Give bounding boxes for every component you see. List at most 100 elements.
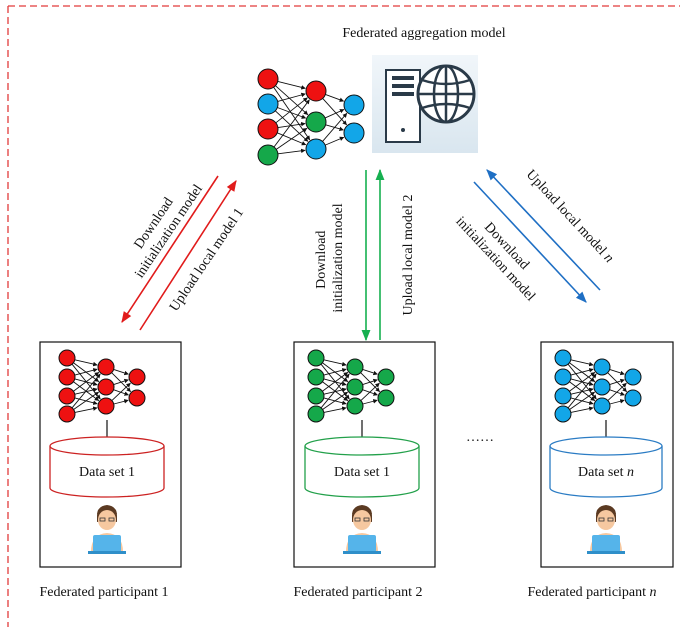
participant-card-n: Data set n Federated participant n (527, 341, 674, 600)
network-node (307, 349, 325, 367)
network-edge (322, 391, 348, 410)
network-edge (570, 406, 594, 413)
server-neural-network (257, 68, 365, 166)
server-globe-icon (372, 55, 478, 153)
dashed-frame (7, 5, 680, 627)
network-edge (111, 382, 131, 401)
network-node (58, 368, 76, 386)
network-edge (322, 372, 349, 392)
network-node (305, 80, 327, 102)
network-edge (323, 406, 347, 413)
participant-label-1: Federated participant 1 (39, 585, 168, 600)
network-edge (569, 372, 596, 392)
network-node (58, 405, 76, 423)
network-node (97, 378, 115, 396)
network-edge (74, 406, 98, 413)
network-node (343, 122, 365, 144)
network-node (307, 387, 325, 405)
network-edge (609, 369, 625, 376)
download-arrow-1 (121, 175, 219, 323)
download-arrow-n (473, 181, 587, 303)
network-edge (323, 359, 347, 367)
participant-1-neural-network (58, 349, 146, 423)
network-edge (362, 378, 378, 385)
user-laptop-icon (88, 505, 126, 554)
network-node (593, 378, 611, 396)
network-edge (360, 382, 380, 401)
network-node (307, 368, 325, 386)
network-edge (277, 148, 306, 155)
network-edge (609, 399, 625, 405)
network-edge (275, 127, 308, 150)
network-node (554, 349, 572, 367)
server-title: Federated aggregation model (342, 26, 505, 41)
network-node (257, 93, 279, 115)
network-edge (607, 382, 627, 401)
dataset-cylinder-n (549, 436, 663, 498)
network-node (257, 118, 279, 140)
network-edge (74, 359, 98, 367)
network-edge (277, 80, 306, 90)
dataset-label-1: Data set 1 (79, 465, 135, 480)
network-edge (570, 368, 594, 376)
upload-label-n: Upload local model n (523, 167, 616, 266)
network-edge (325, 136, 345, 146)
network-node (58, 387, 76, 405)
network-node (624, 389, 642, 407)
network-node (58, 349, 76, 367)
network-edge (113, 399, 129, 405)
network-node (346, 378, 364, 396)
participant-2-neural-network (307, 349, 395, 423)
network-edge (277, 92, 306, 102)
network-edge (113, 378, 129, 385)
network-node (593, 397, 611, 415)
link-participant-1: Download initialization model Upload loc… (121, 175, 247, 331)
network-edge (277, 107, 307, 119)
network-node (593, 358, 611, 376)
upload-arrow-n (486, 169, 601, 291)
network-edge (322, 112, 348, 142)
upload-arrow-1 (139, 180, 237, 331)
network-edge (74, 368, 98, 376)
participant-n-neural-network (554, 349, 642, 423)
network-node (377, 389, 395, 407)
link-participant-n: Upload local model n Download initializa… (452, 167, 616, 304)
network-edge (362, 369, 378, 376)
network-node (346, 397, 364, 415)
ellipsis: …… (466, 430, 494, 445)
user-laptop-icon (587, 505, 625, 554)
network-node (343, 94, 365, 116)
network-node (346, 358, 364, 376)
network-edge (362, 399, 378, 405)
network-node (305, 138, 327, 160)
network-node (128, 368, 146, 386)
dataset-cylinder-1 (49, 436, 165, 498)
network-edge (570, 359, 594, 367)
network-node (624, 368, 642, 386)
dataset-label-n: Data set n (578, 465, 634, 480)
download-label-2: Download initialization model (314, 203, 346, 312)
network-node (305, 111, 327, 133)
network-node (554, 368, 572, 386)
network-node (257, 144, 279, 166)
user-laptop-icon (343, 505, 381, 554)
network-edge (113, 369, 129, 376)
network-edge (73, 391, 99, 410)
network-edge (569, 391, 595, 410)
network-node (128, 389, 146, 407)
network-edge (277, 121, 306, 129)
network-edge (324, 109, 345, 119)
network-edge (567, 373, 597, 409)
upload-label-2: Upload local model 2 (401, 195, 416, 316)
network-edge (71, 373, 101, 409)
network-edge (274, 110, 309, 142)
network-node (377, 368, 395, 386)
network-edge (275, 97, 308, 124)
network-edge (320, 373, 350, 409)
participant-label-2: Federated participant 2 (293, 585, 422, 600)
network-node (97, 397, 115, 415)
network-edge (322, 98, 347, 126)
network-node (307, 405, 325, 423)
